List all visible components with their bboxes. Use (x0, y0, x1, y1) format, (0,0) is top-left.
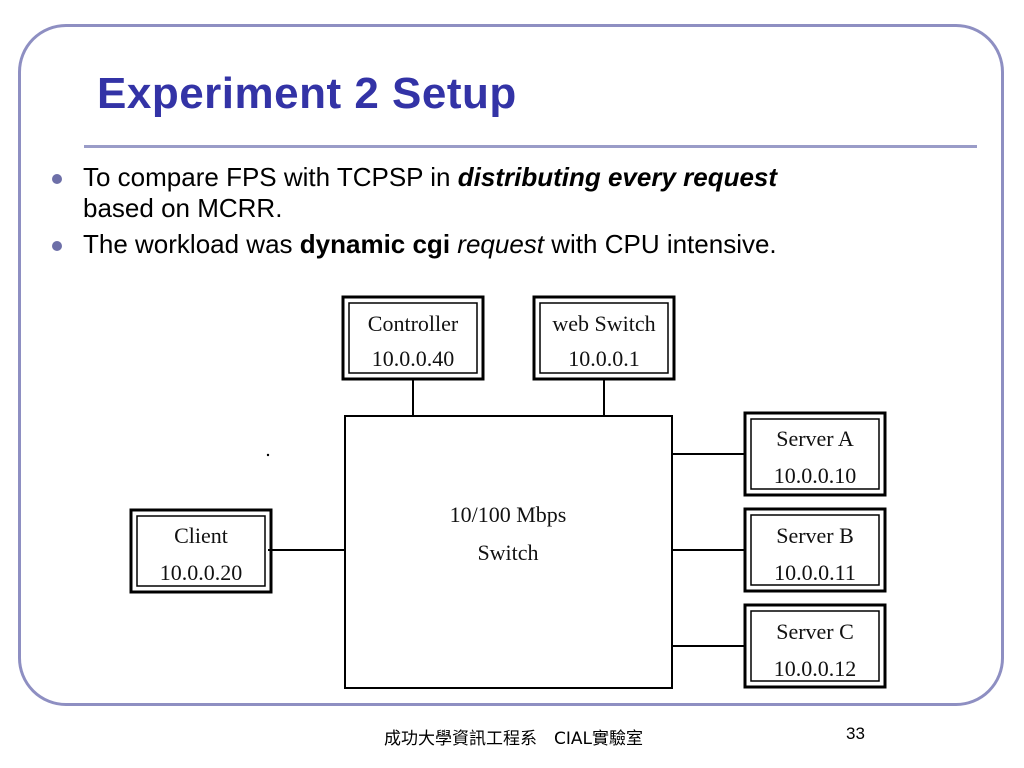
slide-frame (18, 24, 1004, 706)
bullet-text-italic: request (457, 229, 545, 259)
server-a-node (743, 411, 887, 497)
bullet-text-bold: dynamic cgi (299, 229, 451, 259)
server-a-name: Server A (776, 426, 854, 451)
bullet-text-plain: To compare FPS with TCPSP in (83, 162, 458, 192)
controller-ip: 10.0.0.40 (372, 346, 455, 371)
bullet-text: The workload was dynamic cgi request wit… (83, 229, 943, 260)
controller-node (341, 295, 485, 381)
switch-box (344, 415, 673, 689)
server-c-name: Server C (776, 619, 854, 644)
web-switch-node (532, 295, 676, 381)
bullet-text-plain: The workload was (83, 229, 300, 259)
client-node (129, 508, 273, 594)
footer-page-number: 33 (846, 724, 865, 743)
stray-dot (266, 453, 270, 457)
web-switch-name: web Switch (552, 311, 655, 336)
server-b-ip: 10.0.0.11 (774, 560, 856, 585)
bullet-text-emphasis: distributing every request (457, 162, 778, 192)
bullet-dot-icon (52, 241, 62, 251)
bullet-text: To compare FPS with TCPSP in distributin… (83, 162, 943, 224)
server-b-node (743, 507, 887, 593)
server-c-ip: 10.0.0.12 (774, 656, 857, 681)
controller-name: Controller (368, 311, 459, 336)
server-c-node (743, 603, 887, 689)
client-ip: 10.0.0.20 (160, 560, 243, 585)
bullet-text-plain: based on MCRR. (83, 193, 283, 223)
bullet-dot-icon (52, 174, 62, 184)
server-a-ip: 10.0.0.10 (774, 463, 857, 488)
slide-title: Experiment 2 Setup (97, 69, 517, 118)
bullet-text-plain: with CPU intensive. (544, 229, 777, 259)
server-b-name: Server B (776, 523, 854, 548)
switch-label: Switch (477, 540, 538, 565)
footer-department: 成功大學資訊工程系 CIAL實驗室 (384, 729, 643, 749)
client-name: Client (174, 523, 228, 548)
title-divider (84, 145, 977, 148)
web-switch-ip: 10.0.0.1 (568, 346, 640, 371)
switch-speed: 10/100 Mbps (450, 502, 567, 527)
